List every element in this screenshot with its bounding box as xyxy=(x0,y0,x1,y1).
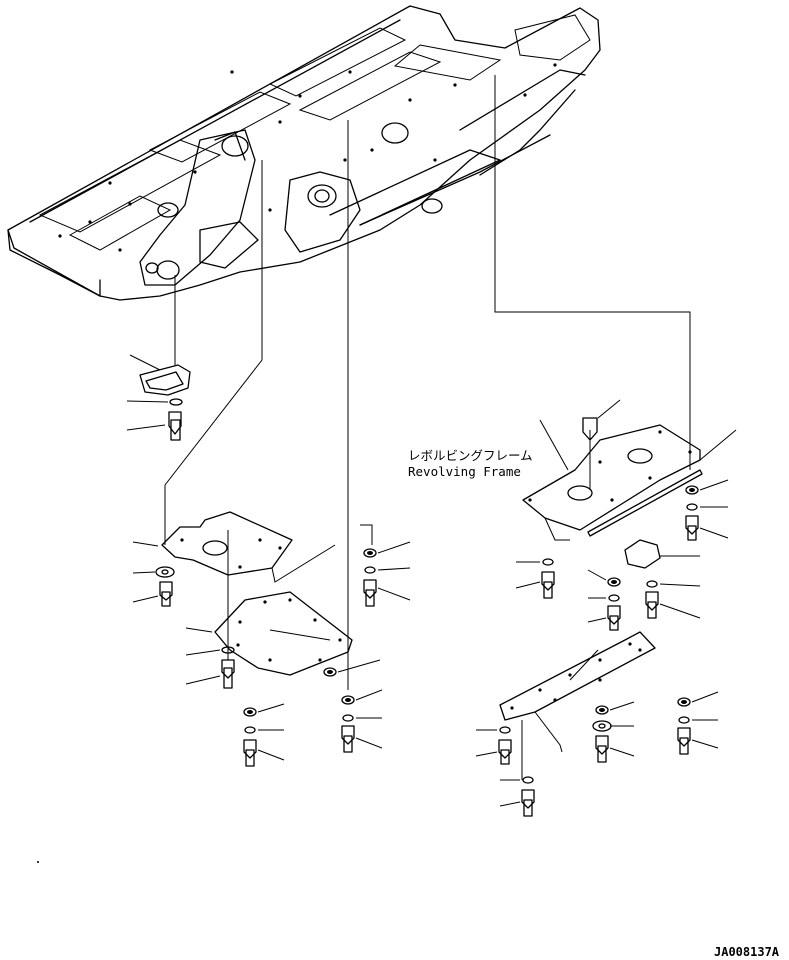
undercover-left-1 xyxy=(132,511,336,607)
undercover-right-1 xyxy=(522,399,737,569)
fasteners-center xyxy=(243,524,411,767)
bracket-plate xyxy=(126,354,191,441)
figure-code: JA008137A xyxy=(714,945,780,959)
leader-lines xyxy=(164,75,691,690)
revolving-frame xyxy=(7,5,601,301)
undercover-right-2 xyxy=(475,631,719,817)
frame-label-japanese: レボルビングフレーム xyxy=(408,448,533,463)
undercover-left-2 xyxy=(185,591,353,689)
frame-label-english: Revolving Frame xyxy=(408,464,521,479)
fasteners-right-mid xyxy=(515,558,701,631)
